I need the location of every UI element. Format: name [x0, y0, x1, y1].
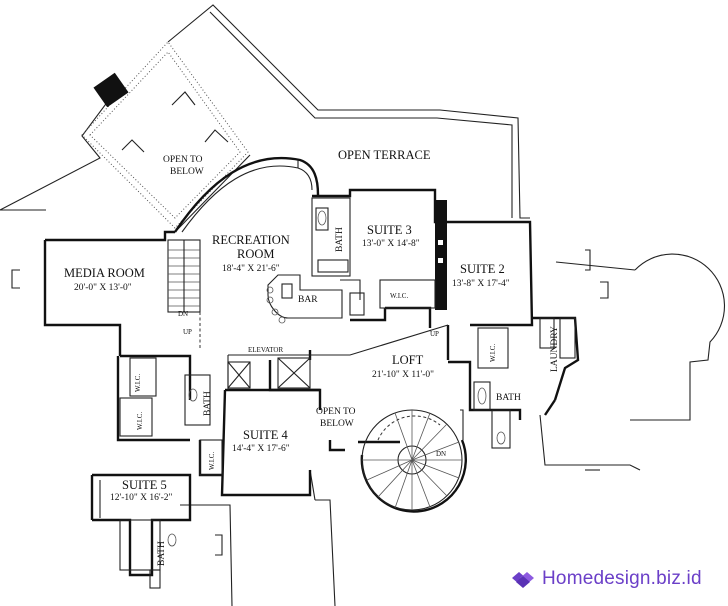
label-bath-suite3: BATH — [335, 227, 345, 252]
label-suite2: SUITE 2 — [460, 262, 505, 276]
interior-detail — [11, 197, 609, 589]
label-wic-suite2: W.I.C. — [489, 344, 497, 362]
elevator-icon — [277, 357, 311, 389]
label-open-to-below-loft-1: OPEN TO — [316, 407, 356, 417]
dims-recreation: 18'-4" X 21'-6" — [222, 264, 280, 274]
label-wic-suite3: W.I.C. — [390, 292, 408, 300]
label-open-to-below-loft-2: BELOW — [320, 419, 354, 429]
label-open-to-below-top-1: OPEN TO — [163, 155, 203, 165]
spiral-stair — [360, 409, 467, 513]
label-media-room: MEDIA ROOM — [64, 266, 145, 280]
recreation-curve — [174, 156, 320, 233]
label-wic-left: W.I.C. — [134, 374, 142, 392]
label-up-stair: UP — [183, 328, 192, 336]
label-up-mid: UP — [430, 330, 439, 338]
dims-loft: 21'-10" X 11'-0" — [372, 370, 434, 380]
straight-stair — [167, 239, 201, 350]
dims-suite2: 13'-8" X 17'-4" — [452, 279, 510, 289]
watermark: Homedesign.biz.id — [510, 564, 702, 594]
label-bath-center: BATH — [203, 391, 213, 416]
label-loft: LOFT — [392, 353, 424, 367]
dims-suite5: 12'-10" X 16'-2" — [110, 493, 172, 503]
label-wic-left2: W.I.C. — [136, 412, 144, 430]
label-bath-suite5: BATH — [157, 541, 167, 566]
labels: OPEN TERRACE OPEN TO BELOW RECREATION RO… — [64, 148, 560, 566]
bathtub-icon — [315, 207, 329, 231]
chimney-block-icon — [93, 72, 129, 108]
dims-media-room: 20'-0" X 13'-0" — [74, 283, 132, 293]
label-elevator: ELEVATOR — [248, 346, 283, 354]
label-open-to-below-top-2: BELOW — [170, 167, 204, 177]
home-logo-icon — [512, 572, 534, 588]
fireplace-icon — [435, 200, 447, 310]
watermark-text: Homedesign.biz.id — [542, 568, 702, 589]
label-suite3: SUITE 3 — [367, 223, 412, 237]
label-bath-suite2: BATH — [496, 393, 521, 403]
label-open-terrace: OPEN TERRACE — [338, 148, 431, 162]
open-to-below-upper — [81, 41, 251, 233]
label-dn-stair: DN — [178, 310, 188, 318]
label-recreation-2: ROOM — [237, 247, 275, 261]
dims-suite3: 13'-0" X 14'-8" — [362, 239, 420, 249]
label-wic-suite4: W.I.C. — [208, 452, 216, 470]
label-dn-spiral: DN — [436, 450, 446, 458]
label-recreation-1: RECREATION — [212, 233, 290, 247]
label-laundry: LAUNDRY — [550, 326, 560, 372]
elevator-left-icon — [227, 361, 251, 389]
label-suite4: SUITE 4 — [243, 428, 289, 442]
dims-suite4: 14'-4" X 17'-6" — [232, 444, 290, 454]
label-bar: BAR — [298, 295, 318, 305]
label-suite5: SUITE 5 — [122, 478, 167, 492]
